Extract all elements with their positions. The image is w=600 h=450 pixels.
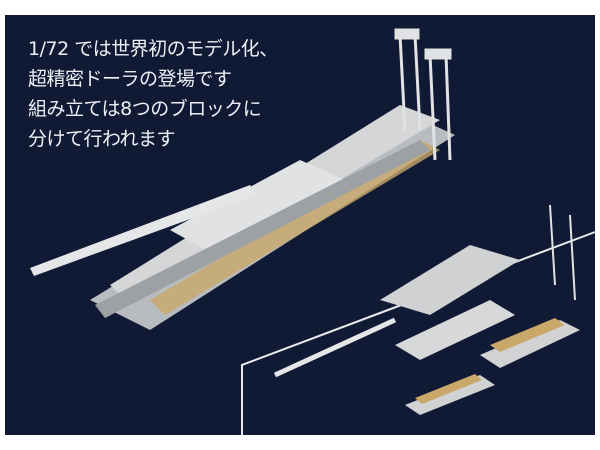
caption-line: 超精密ドーラの登場です [28,68,232,90]
caption-line: 1/72 では世界初のモデル化、 [28,38,278,60]
caption-line: 組み立ては8つのブロックに [28,98,262,120]
exploded-blocks [273,204,580,415]
assembled-railway-gun [30,28,455,330]
caption-line: 分けて行われます [28,128,176,150]
tower-left [394,28,422,131]
caption-text: 1/72 では世界初のモデル化、 超精密ドーラの登場です 組み立ては8つのブロッ… [28,34,278,154]
tower-right [424,48,452,161]
